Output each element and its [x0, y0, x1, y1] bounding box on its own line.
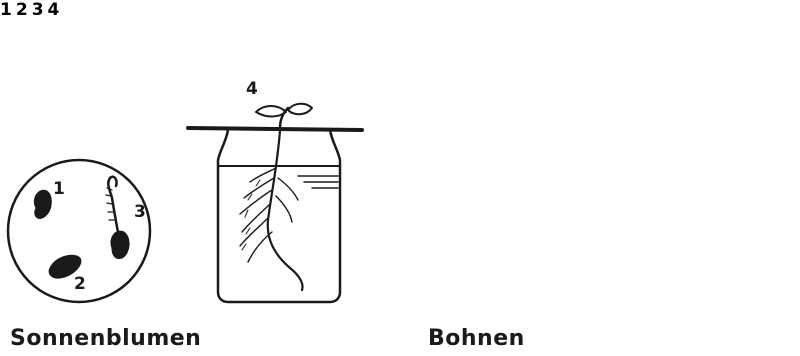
- bean-caption: Bohnen: [428, 326, 525, 351]
- sunflower-label-4: 4: [246, 79, 258, 99]
- sunflower-caption: Sonnenblumen: [10, 326, 201, 351]
- sunflower-jar: 4: [188, 79, 362, 302]
- sunflower-jar-lid-board: [188, 128, 362, 130]
- sunflower-cotyledon-left: [256, 106, 286, 117]
- sunflower-roots: [240, 130, 303, 290]
- sunflower-seed-circle: 1 2 3: [8, 160, 150, 302]
- sunflower-label-3: 3: [134, 202, 146, 222]
- sunflower-radicle: [108, 177, 118, 232]
- sunflower-seed-stage-3: [111, 231, 129, 258]
- sunflower-label-1: 1: [53, 179, 65, 199]
- sunflower-label-2: 2: [74, 274, 86, 294]
- sunflower-seed-stage-1: [34, 190, 51, 218]
- sunflower-panel: 1 2 3 4: [8, 79, 362, 302]
- sunflower-cotyledon-right: [288, 104, 312, 115]
- sunflower-jar-body: [218, 130, 340, 302]
